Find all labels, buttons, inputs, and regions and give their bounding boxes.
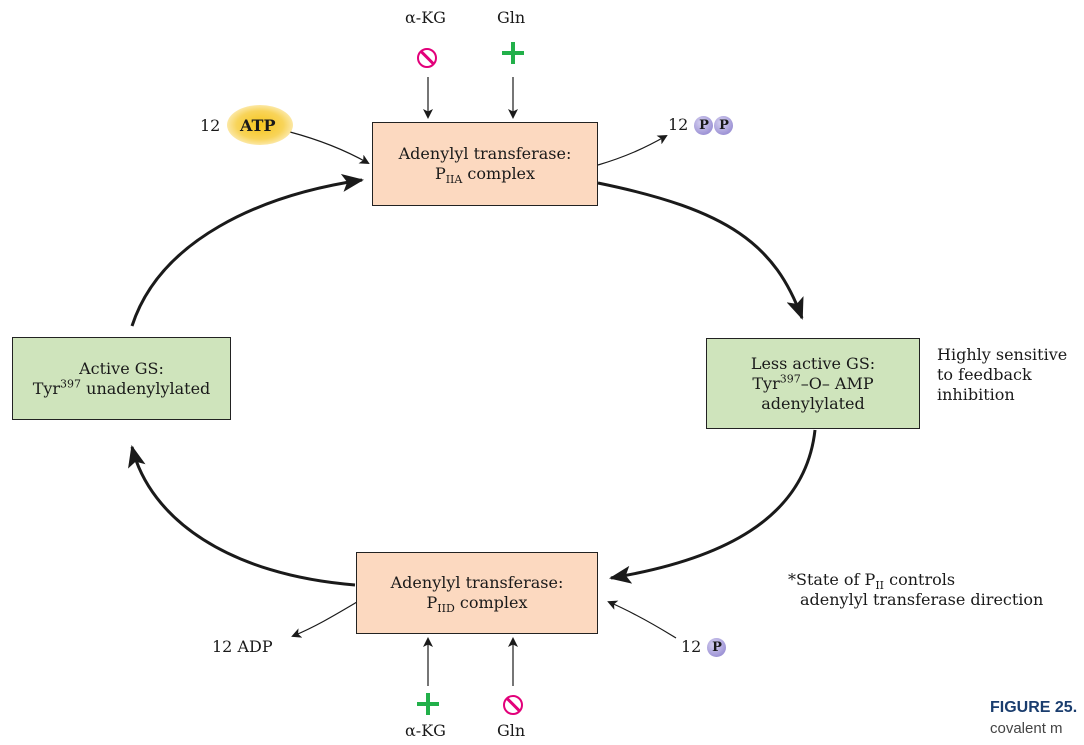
- left-box-line2: Tyr397 unadenylylated: [32, 377, 211, 399]
- pi-group: 12 P: [681, 637, 727, 657]
- phosphate-icon: P: [714, 116, 734, 135]
- bottom-box-p: P: [426, 593, 438, 612]
- cycle-arrow-bottom-left: [128, 445, 356, 587]
- right-box-tyr-sup: 397: [779, 372, 801, 386]
- cycle-arrow-right-bottom: [609, 429, 817, 584]
- left-box-tail: unadenylylated: [81, 378, 211, 398]
- left-box-active-gs: Active GS: Tyr397 unadenylylated: [12, 337, 231, 420]
- inhibit-icon: [503, 695, 523, 715]
- state-note: *State of PII controls adenylyl transfer…: [788, 570, 1043, 610]
- activate-plus-icon: [417, 693, 439, 715]
- feedback-note-line1: Highly sensitive: [937, 345, 1068, 364]
- cycle-arrow-left-top: [130, 174, 364, 327]
- top-gln-label: Gln: [497, 8, 526, 27]
- top-box-tail: complex: [462, 164, 536, 183]
- bottom-box-tail: complex: [454, 593, 528, 612]
- feedback-note-line2: to feedback: [937, 365, 1032, 384]
- state-note-line2: adenylyl transferase direction: [800, 590, 1044, 609]
- top-akg-label: α-KG: [405, 8, 446, 27]
- left-box-tyr: Tyr: [32, 378, 61, 398]
- feedback-note: Highly sensitive to feedback inhibition: [937, 345, 1067, 405]
- right-box-line3: adenylylated: [761, 393, 865, 413]
- atp-arrow: [289, 131, 370, 164]
- right-box-less-active-gs: Less active GS: Tyr397–O– AMP adenylylat…: [706, 338, 920, 429]
- pi-count: 12: [681, 637, 702, 656]
- adp-label: 12 ADP: [212, 637, 273, 656]
- activate-plus-icon: [502, 42, 524, 64]
- right-box-line2: Tyr397–O– AMP: [752, 372, 874, 394]
- ppi-arrow: [597, 135, 668, 166]
- top-box-pIIA-complex: Adenylyl transferase: PIIA complex: [372, 122, 598, 206]
- feedback-note-line3: inhibition: [937, 385, 1015, 404]
- left-box-line1: Active GS:: [79, 358, 164, 378]
- top-box-p: P: [434, 164, 446, 183]
- phosphate-icon: P: [694, 116, 714, 135]
- top-box-line2: PIIA complex: [434, 164, 536, 187]
- atp-count: 12: [200, 116, 221, 135]
- ppi-count: 12: [668, 115, 689, 134]
- right-box-line1: Less active GS:: [750, 353, 876, 373]
- atp-glow-icon: [227, 105, 293, 145]
- state-note-prefix: *State of P: [788, 570, 876, 589]
- phosphate-icon: P: [707, 638, 727, 657]
- bottom-box-line2: PIID complex: [426, 593, 528, 616]
- figure-caption: covalent m: [990, 720, 1063, 737]
- state-note-suffix: controls: [884, 570, 956, 589]
- bottom-akg-label: α-KG: [405, 721, 446, 740]
- bottom-box-line1: Adenylyl transferase:: [390, 573, 564, 592]
- top-box-line1: Adenylyl transferase:: [398, 144, 572, 163]
- left-box-tyr-sup: 397: [60, 377, 82, 391]
- right-box-tail: –O– AMP: [800, 373, 874, 393]
- adp-arrow: [291, 601, 358, 638]
- bottom-gln-label: Gln: [497, 721, 526, 740]
- inhibit-icon: [417, 48, 437, 68]
- bottom-box-pIID-complex: Adenylyl transferase: PIID complex: [356, 552, 598, 634]
- top-box-p-sub: IIA: [445, 173, 463, 187]
- pi-arrow: [607, 600, 677, 639]
- state-note-line1: *State of PII controls: [788, 570, 1043, 593]
- cycle-arrow-top-right: [597, 181, 804, 320]
- state-note-sub: II: [875, 579, 885, 593]
- atp-label: ATP: [240, 116, 276, 135]
- figure-label: FIGURE 25.: [990, 699, 1078, 716]
- bottom-box-p-sub: IID: [437, 602, 455, 616]
- right-box-tyr: Tyr: [752, 373, 780, 393]
